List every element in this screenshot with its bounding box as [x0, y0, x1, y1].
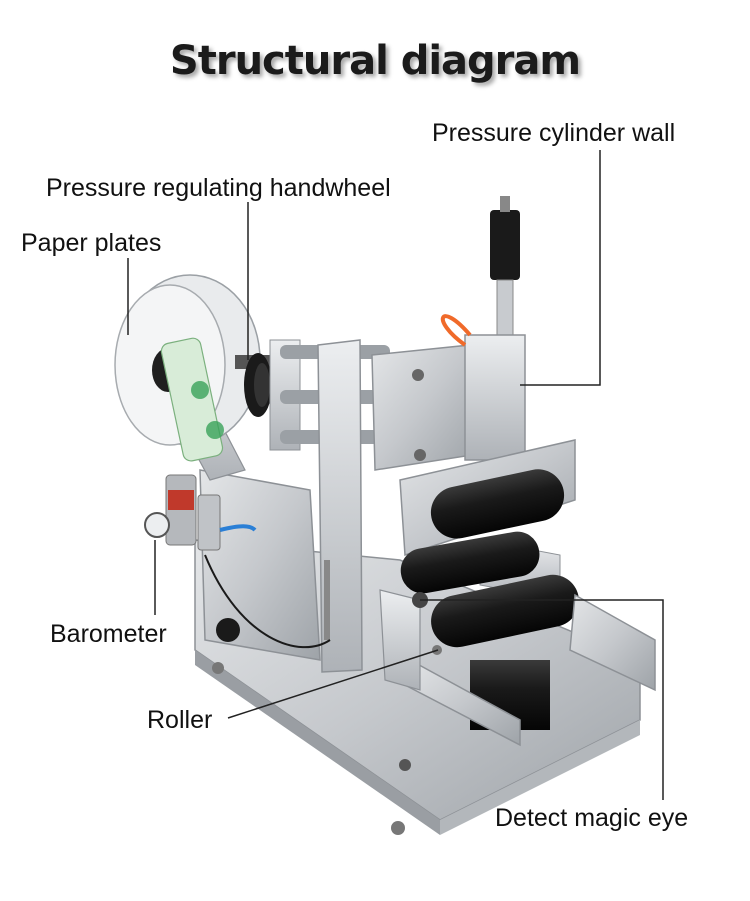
diagram-title: Structural diagram — [169, 38, 581, 84]
leader-line-pressure-cylinder-wall — [520, 150, 601, 386]
label-detect-magic-eye: Detect magic eye — [495, 804, 689, 832]
guide-plate — [404, 593, 656, 747]
top-roller-assembly — [399, 439, 576, 557]
paper-plates — [114, 274, 261, 462]
barometer-regulator — [144, 474, 331, 649]
leader-line-detect-magic-eye — [420, 599, 664, 800]
pressure-cylinder — [440, 196, 526, 461]
label-paper-plates: Paper plates — [21, 229, 162, 257]
vertical-post — [317, 339, 363, 673]
label-pressure-regulating-handwheel: Pressure regulating handwheel — [46, 174, 391, 202]
lower-rollers — [400, 531, 579, 730]
label-pressure-cylinder-wall: Pressure cylinder wall — [432, 119, 676, 147]
label-roller: Roller — [147, 706, 213, 734]
pressure-regulating-handwheel — [235, 353, 280, 417]
leader-line-roller — [227, 649, 439, 719]
label-barometer: Barometer — [50, 620, 167, 648]
cylinder-block — [371, 344, 473, 471]
